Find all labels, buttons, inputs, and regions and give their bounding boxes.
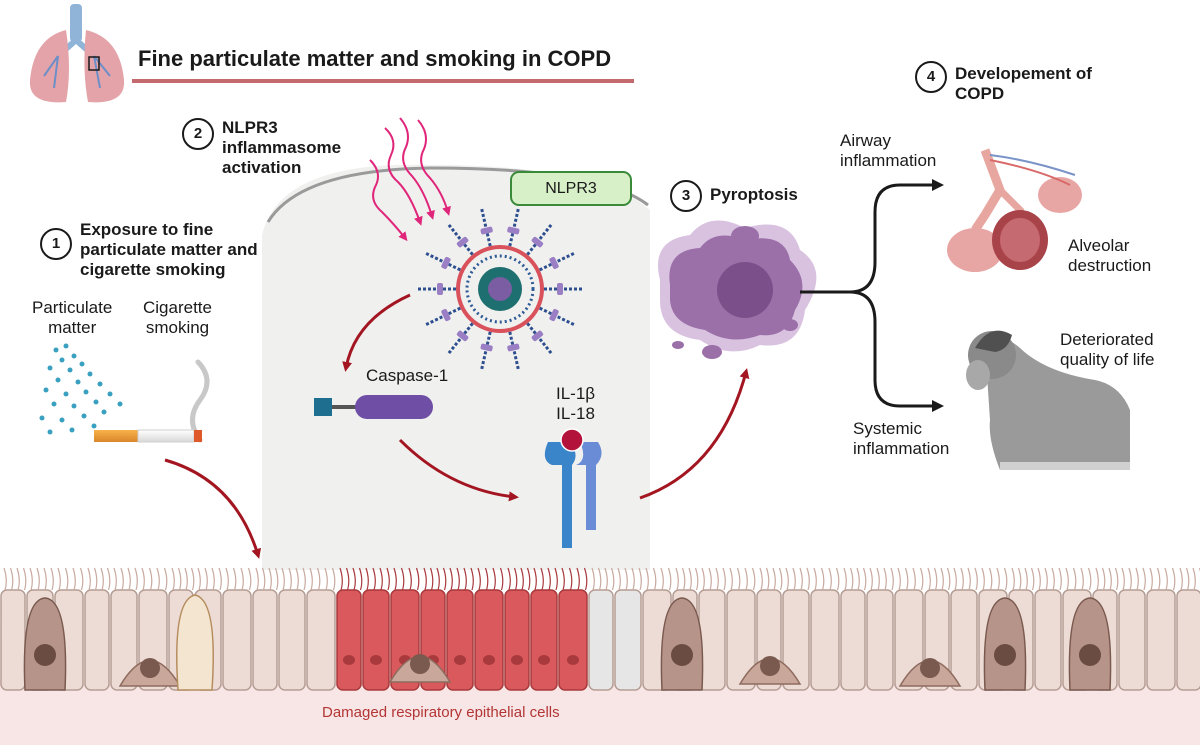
step-1-label: Exposure to fine particulate matter and …: [80, 220, 258, 279]
nlpr3-inflammasome-structure: [418, 208, 582, 370]
quality-of-life-label: Deteriorated quality of life: [1060, 330, 1155, 369]
caspase-1-label: Caspase-1: [366, 366, 449, 385]
epithelium-caption: Damaged respiratory epithelial cells: [322, 704, 560, 721]
outcome-connector: [800, 179, 944, 412]
inflammasome-to-caspase-arrow: [342, 293, 411, 372]
step-3-label: Pyroptosis: [710, 185, 798, 204]
lung-icon: [29, 4, 125, 103]
wavy-particle-arrows: [369, 117, 451, 242]
alveolar-destruction-label: Alveolar destruction: [1068, 236, 1152, 275]
exposure-arrow: [164, 458, 262, 559]
step-1-badge: 1: [40, 228, 72, 260]
coughing-person-illustration: [966, 330, 1130, 470]
airway-inflammation-label: Airway inflammation: [840, 131, 937, 170]
alveoli-illustration: [947, 148, 1082, 272]
epithelial-cell-layer: [0, 567, 1200, 691]
page-title: Fine particulate matter and smoking in C…: [138, 46, 612, 71]
to-pyroptosis-arrow: [639, 368, 750, 500]
caspase-to-interleukin-arrow: [398, 438, 519, 502]
pyroptotic-cell: [658, 220, 817, 359]
step-2-label: NLPR3 inflammasome activation: [222, 118, 342, 177]
caspase-1-protein: [314, 395, 433, 419]
interleukin-label: IL-1β IL-18: [556, 384, 596, 423]
title-underline: [132, 79, 634, 83]
step-4-label: Developement of COPD: [955, 64, 1092, 103]
cigarette-smoking-label: Cigarette smoking: [143, 298, 212, 337]
nlpr3-label-box: NLPR3: [510, 171, 632, 206]
cigarette-illustration: [94, 359, 210, 443]
systemic-inflammation-label: Systemic inflammation: [853, 419, 950, 458]
step-3-badge: 3: [670, 180, 702, 212]
basement-membrane: [0, 680, 1200, 745]
particulate-matter-label: Particulate matter: [32, 298, 113, 337]
interleukin-receptor: [544, 428, 602, 548]
step-2-badge: 2: [182, 118, 214, 150]
step-4-badge: 4: [915, 61, 947, 93]
particulate-dots: [39, 343, 123, 435]
